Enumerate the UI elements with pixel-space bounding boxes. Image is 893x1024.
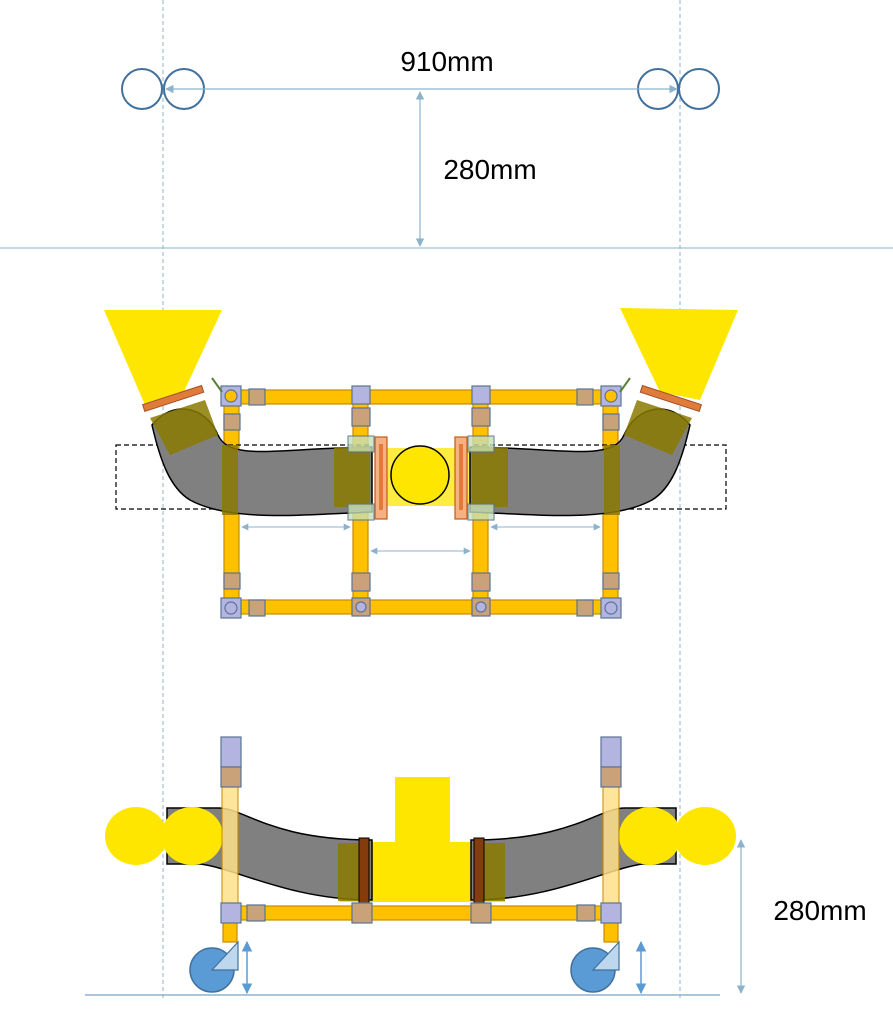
joint <box>467 435 495 453</box>
height-dimension-label-top: 280mm <box>443 154 536 185</box>
joint-pin <box>475 601 487 613</box>
right-wheel-outline-b <box>678 68 720 110</box>
joint <box>576 388 594 406</box>
joint <box>576 599 594 617</box>
side-left-funnel-b <box>161 807 223 865</box>
side-left-funnel-a <box>105 807 167 865</box>
joint <box>347 503 375 521</box>
joint <box>248 599 266 617</box>
joint-pin <box>224 389 238 403</box>
frame-rail-bottom <box>231 599 613 615</box>
left-caster <box>189 940 239 993</box>
side-right-flange <box>473 837 485 905</box>
joint <box>471 385 491 405</box>
width-dimension-label: 910mm <box>400 46 493 77</box>
robot-top-view <box>104 308 738 619</box>
right-hose-cuff <box>472 447 508 507</box>
joint <box>351 385 371 405</box>
joints <box>220 385 622 619</box>
joint <box>471 407 491 427</box>
side-rail-bottom <box>229 905 613 921</box>
side-joint <box>351 902 373 924</box>
right-flange-core <box>459 444 463 510</box>
top-wheel-spacing: 910mm 280mm <box>121 46 720 247</box>
joint-pin <box>224 601 238 615</box>
side-joint <box>600 902 622 924</box>
side-post-left <box>221 785 239 917</box>
joint <box>248 388 266 406</box>
left-hose-band <box>222 445 238 515</box>
joint <box>602 572 620 590</box>
left-flange-core <box>379 444 383 510</box>
joint <box>347 435 375 453</box>
joint <box>223 413 241 431</box>
side-body-top <box>395 777 450 847</box>
side-joint <box>600 736 622 768</box>
left-wheel-outline-a <box>121 68 163 110</box>
frame-rail-top <box>231 389 613 405</box>
joint-pin <box>604 389 618 403</box>
right-caster <box>570 940 620 993</box>
right-antenna <box>619 377 631 393</box>
left-hose-neck <box>150 400 218 455</box>
right-funnel <box>620 308 738 400</box>
side-joint <box>246 904 266 922</box>
side-joint <box>576 904 596 922</box>
side-right-funnel-a <box>619 807 681 865</box>
joint <box>351 572 371 592</box>
joint <box>223 572 241 590</box>
center-ball <box>390 445 450 505</box>
side-left-flange <box>358 837 370 905</box>
joint-pin <box>355 601 367 613</box>
left-hose-cuff <box>334 447 370 507</box>
joint <box>602 413 620 431</box>
joint <box>351 407 371 427</box>
joint <box>471 572 491 592</box>
side-joint <box>220 736 242 768</box>
left-antenna <box>211 377 223 393</box>
right-funnel-ring <box>639 384 703 413</box>
side-right-funnel-b <box>674 807 736 865</box>
side-joint <box>220 766 242 788</box>
right-hose-neck <box>624 400 692 455</box>
side-joint <box>470 902 492 924</box>
joint <box>467 503 495 521</box>
side-joint <box>220 902 242 924</box>
side-post-right <box>602 785 620 917</box>
height-dimension-label-bottom: 280mm <box>773 895 866 926</box>
right-hose-band <box>604 445 620 515</box>
joint-pin <box>604 601 618 615</box>
side-joints <box>220 736 622 924</box>
left-caster-fork <box>210 940 239 971</box>
side-joint <box>600 766 622 788</box>
left-funnel-ring <box>141 384 205 413</box>
right-caster-fork <box>591 940 620 971</box>
robot-side-view: 280mm <box>105 736 867 995</box>
left-funnel <box>104 310 222 405</box>
